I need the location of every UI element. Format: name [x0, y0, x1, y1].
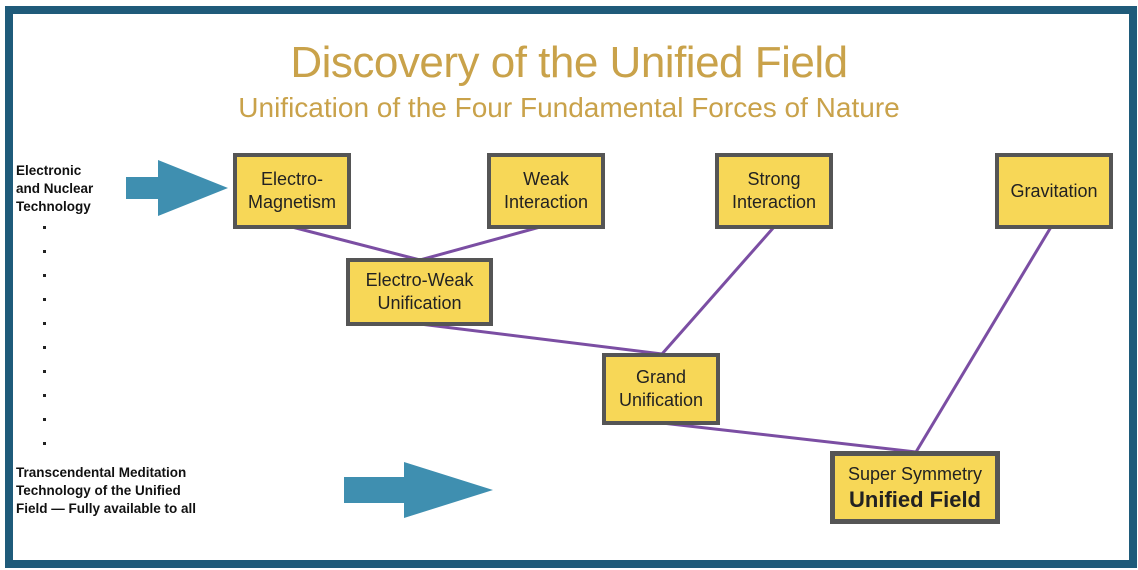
ellipsis-dot [43, 370, 46, 373]
ellipsis-dot [43, 298, 46, 301]
connector-weak-to-electroweak [419, 225, 541, 262]
ellipsis-dot [43, 346, 46, 349]
connector-em-to-electroweak [291, 225, 421, 262]
box-weak-interaction: Weak Interaction [487, 153, 605, 229]
ellipsis-dot [43, 250, 46, 253]
diagram-frame [5, 6, 1137, 568]
ellipsis-dot [43, 442, 46, 445]
unified-field-label: Unified Field [849, 487, 981, 512]
ellipsis-dot [43, 394, 46, 397]
ellipsis-dot [43, 274, 46, 277]
ellipsis-dot [43, 226, 46, 229]
box-electromagnetism: Electro- Magnetism [233, 153, 351, 229]
super-symmetry-label: Super Symmetry [847, 464, 983, 484]
box-gravitation: Gravitation [995, 153, 1113, 229]
label-tm-technology: Transcendental Meditation Technology of … [16, 465, 197, 516]
connector-gravitation-to-final [914, 226, 1053, 453]
connector-strong-to-grand [660, 226, 776, 355]
box-grand-unification: Grand Unification [602, 353, 720, 425]
connector-electroweak-to-grand [419, 322, 663, 356]
box-electroweak-unification: Electro-Weak Unification [346, 258, 493, 326]
ellipsis-dot [43, 322, 46, 325]
connector-grand-to-final [661, 421, 917, 454]
ellipsis-dot [43, 418, 46, 421]
arrow-icon [344, 462, 493, 518]
label-electronic-nuclear-technology: Electronic and Nuclear Technology [16, 163, 94, 214]
box-unified-field: Super Symmetry Unified Field [830, 451, 1000, 524]
diagram-title: Discovery of the Unified Field [290, 38, 848, 87]
box-strong-interaction: Strong Interaction [715, 153, 833, 229]
diagram-subtitle: Unification of the Four Fundamental Forc… [238, 92, 900, 123]
arrow-icon [126, 160, 228, 216]
